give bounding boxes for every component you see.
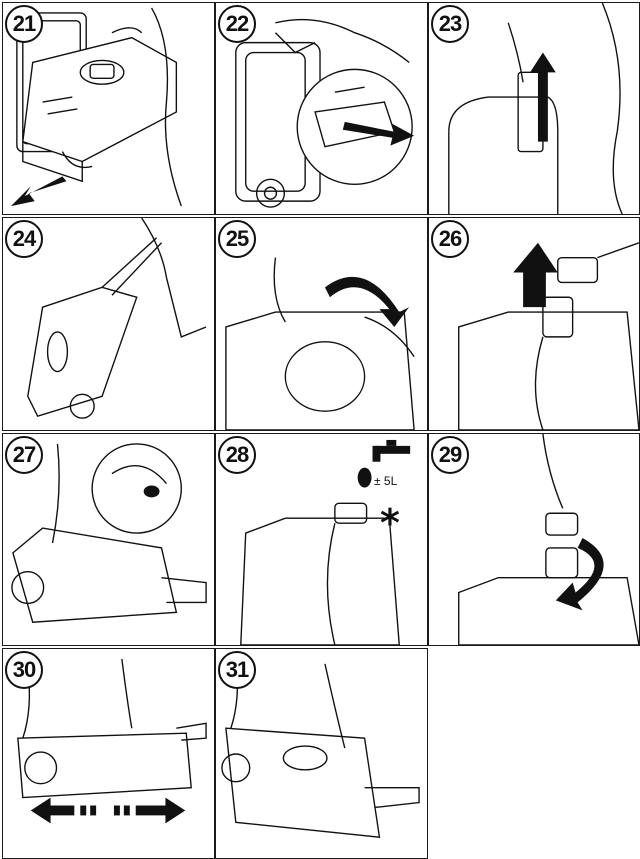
step-23-panel: 23 <box>428 2 640 215</box>
step-27-panel: 27 <box>2 433 215 646</box>
step-22-panel: 22 <box>215 2 428 215</box>
step-number: 29 <box>431 436 469 474</box>
drop-icon <box>144 486 160 498</box>
step-number: 30 <box>5 651 43 689</box>
step-number: 31 <box>218 651 256 689</box>
step-number: 28 <box>218 436 256 474</box>
step-number: 27 <box>5 436 43 474</box>
step-29-panel: 29 <box>428 433 640 646</box>
step-number: 25 <box>218 220 256 258</box>
step-26-panel: 26 <box>428 217 640 431</box>
step-number: 22 <box>218 5 256 43</box>
step-number: 24 <box>5 220 43 258</box>
black-arrow-icon <box>11 176 66 206</box>
step-number: 21 <box>5 5 43 43</box>
step-24-panel: 24 <box>2 217 215 431</box>
step-21-panel: 21 <box>2 2 215 215</box>
step-number: 23 <box>431 5 469 43</box>
black-arrow-icon <box>31 798 186 824</box>
volume-label: ± 5L <box>374 474 397 488</box>
step-25-panel: 25 <box>215 217 428 431</box>
step-number: 26 <box>431 220 469 258</box>
step-31-panel: 31 <box>215 648 428 859</box>
step-30-panel: 30 <box>2 648 215 859</box>
note-asterisk: * <box>380 504 400 542</box>
step-28-panel: 28 ± 5L * <box>215 433 428 646</box>
